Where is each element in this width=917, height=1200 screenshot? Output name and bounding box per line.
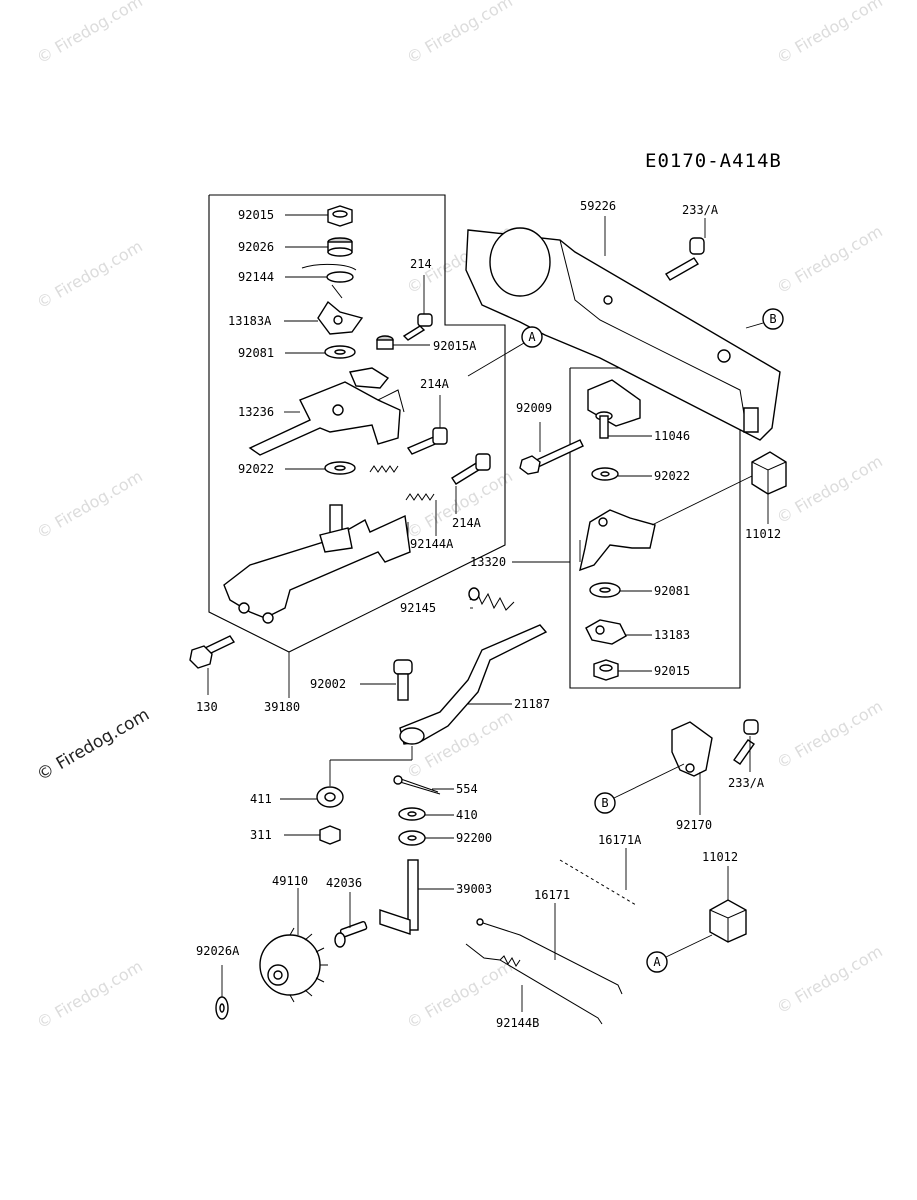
- plate-13183A: [317, 300, 364, 335]
- collar-92015A: [376, 335, 394, 350]
- label-411: 411: [250, 792, 272, 806]
- label-13236: 13236: [238, 405, 274, 419]
- bolt-92002: [393, 659, 413, 701]
- cap-11012-bottom: [709, 899, 747, 943]
- leader-lines: [207, 214, 769, 1012]
- label-92081: 92081: [654, 584, 690, 598]
- bolt-214A-bottom: [451, 453, 491, 485]
- washer-411: [316, 786, 344, 808]
- group-frame-left: [208, 194, 506, 653]
- label-49110: 49110: [272, 874, 308, 888]
- callout-B-top: B: [745, 308, 784, 330]
- part-labels: 92015 92026 92144 214 13183A 92081 92015…: [196, 199, 781, 1030]
- label-233A: 233/A: [682, 203, 719, 217]
- cover-59226: [465, 227, 781, 441]
- bracket-92170: [671, 721, 713, 777]
- pin-42036: [334, 920, 368, 948]
- label-92200: 92200: [456, 831, 492, 845]
- label-92015A: 92015A: [433, 339, 477, 353]
- rod-16171: [476, 918, 623, 995]
- washer-92022-left: [324, 461, 356, 475]
- label-13183A: 13183A: [228, 314, 272, 328]
- screw-92009: [519, 439, 584, 475]
- bracket-11046: [587, 379, 641, 439]
- lever-21187: [399, 624, 548, 745]
- label-311: 311: [250, 828, 272, 842]
- spring-92144: [301, 263, 357, 299]
- washer-410: [398, 807, 426, 821]
- bolt-214: [402, 313, 433, 341]
- label-13320: 13320: [470, 555, 506, 569]
- label-214A: 214A: [452, 516, 482, 530]
- label-42036: 42036: [326, 876, 362, 890]
- washer-92026A: [215, 996, 229, 1020]
- screw-233A-top: [665, 237, 705, 281]
- label-130: 130: [196, 700, 218, 714]
- washer-92200: [398, 830, 426, 846]
- label-214: 214: [410, 257, 432, 271]
- nut-311: [319, 825, 341, 845]
- label-21187: 21187: [514, 697, 550, 711]
- label-39003: 39003: [456, 882, 492, 896]
- bracket-39180: [223, 504, 411, 624]
- diagram-code: E0170-A414B: [645, 150, 782, 172]
- rod-16171A: [559, 859, 637, 906]
- label-92015: 92015: [238, 208, 274, 222]
- svg-text:B: B: [769, 312, 776, 326]
- label-92144B: 92144B: [496, 1016, 539, 1030]
- label-92081: 92081: [238, 346, 274, 360]
- spring-92145: [468, 587, 515, 611]
- lever-13236: [248, 367, 405, 456]
- label-39180: 39180: [264, 700, 300, 714]
- label-92026: 92026: [238, 240, 274, 254]
- pin-554: [393, 775, 441, 795]
- label-11012: 11012: [702, 850, 738, 864]
- spring-small: [369, 465, 435, 501]
- nut-92015: [327, 205, 353, 227]
- shaft-39003: [379, 859, 419, 935]
- label-13183: 13183: [654, 628, 690, 642]
- label-92145: 92145: [400, 601, 436, 615]
- label-92009: 92009: [516, 401, 552, 415]
- gear-49110: [259, 927, 328, 1003]
- label-214A: 214A: [420, 377, 450, 391]
- group-frame-right: [569, 368, 741, 689]
- screw-233A-right: [733, 719, 759, 765]
- washer-92081-left: [324, 345, 356, 359]
- label-92170: 92170: [676, 818, 712, 832]
- label-554: 554: [456, 782, 478, 796]
- svg-text:B: B: [601, 796, 608, 810]
- plate-13183: [585, 619, 627, 645]
- label-11046: 11046: [654, 429, 690, 443]
- label-92002: 92002: [310, 677, 346, 691]
- label-16171: 16171: [534, 888, 570, 902]
- collar-92026: [327, 237, 353, 257]
- callout-A-bottom: A: [646, 934, 713, 973]
- callout-A-top: A: [467, 326, 543, 377]
- washer-92022-right: [591, 467, 619, 481]
- label-92022: 92022: [238, 462, 274, 476]
- label-410: 410: [456, 808, 478, 822]
- washer-92081-right: [589, 582, 621, 598]
- cap-11012-right: [751, 451, 787, 495]
- label-11012: 11012: [745, 527, 781, 541]
- callout-B-bottom: B: [594, 763, 685, 814]
- bolt-130: [189, 635, 236, 669]
- label-59226: 59226: [580, 199, 616, 213]
- bolt-214A-top: [406, 427, 448, 455]
- label-16171A: 16171A: [598, 833, 642, 847]
- label-233A: 233/A: [728, 776, 765, 790]
- label-92015: 92015: [654, 664, 690, 678]
- svg-text:A: A: [653, 955, 661, 969]
- svg-text:A: A: [528, 330, 536, 344]
- label-92144A: 92144A: [410, 537, 454, 551]
- label-92026A: 92026A: [196, 944, 240, 958]
- nut-92015-right: [593, 659, 619, 681]
- spring-92144B: [465, 943, 603, 1025]
- label-92144: 92144: [238, 270, 274, 284]
- lever-13320: [579, 509, 656, 572]
- label-92022: 92022: [654, 469, 690, 483]
